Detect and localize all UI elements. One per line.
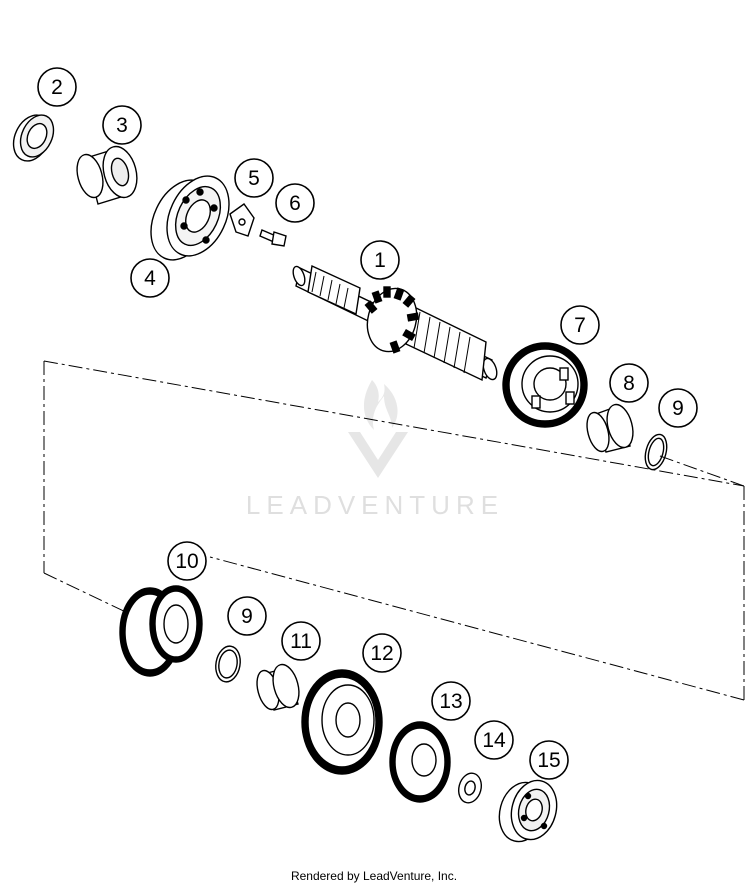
svg-text:5: 5 [248,167,260,190]
callout-3: 3 [102,105,142,145]
part-3-bushing [76,145,138,205]
watermark-text: LEADVENTURE [246,490,504,520]
svg-text:6: 6 [289,192,301,215]
shaft-gear-teeth [364,286,420,354]
callout-9a: 9 [658,388,698,428]
part-12-gear [301,669,383,775]
part-10-double-gear [119,585,203,677]
svg-text:14: 14 [482,729,506,752]
watermark: LEADVENTURE [246,380,504,520]
part-9a-circlip [644,433,668,471]
callout-14: 14 [474,720,514,760]
svg-text:7: 7 [574,314,586,337]
part-9b-circlip [215,645,241,683]
callout-15: 15 [529,740,569,780]
svg-text:11: 11 [290,630,312,653]
shaft-splines [311,271,471,374]
watermark-flame-logo [348,380,408,478]
assembly-dash-line [43,360,745,701]
svg-text:9: 9 [672,397,684,420]
svg-text:2: 2 [51,76,63,99]
footer-credit: Rendered by LeadVenture, Inc. [0,869,750,883]
svg-text:8: 8 [623,372,635,395]
callout-7: 7 [560,305,600,345]
svg-text:3: 3 [116,114,128,137]
svg-text:12: 12 [370,642,393,665]
callout-9b: 9 [227,596,267,636]
svg-text:13: 13 [439,690,462,713]
svg-text:1: 1 [374,249,386,272]
part-8-bushing [586,403,634,453]
callout-10: 10 [167,541,207,581]
callout-1: 1 [360,240,400,280]
callout-6: 6 [275,183,315,223]
callout-5: 5 [234,158,274,198]
callout-11: 11 [281,621,321,661]
part-11-bushing [256,663,300,711]
part-6-screw [259,229,287,247]
svg-text:4: 4 [144,267,156,290]
part-4-bearing [150,175,230,261]
part-15-bearing [498,779,558,843]
part-7-gear [502,342,588,428]
svg-text:10: 10 [175,550,198,573]
svg-text:15: 15 [537,749,560,772]
svg-text:9: 9 [241,605,253,628]
part-5-retaining-plate [229,203,255,237]
callout-2: 2 [37,67,77,107]
callout-12: 12 [362,633,402,673]
part-13-gear [389,721,451,803]
callouts: 2 3 4 5 6 1 7 8 [37,67,698,780]
part-1-main-shaft [292,264,498,382]
footer-text: Rendered by LeadVenture, Inc. [290,869,458,883]
callout-13: 13 [431,681,471,721]
part-2-washer [12,114,55,162]
callout-4: 4 [130,258,170,298]
callout-8: 8 [609,363,649,403]
part-14-washer [457,772,483,804]
